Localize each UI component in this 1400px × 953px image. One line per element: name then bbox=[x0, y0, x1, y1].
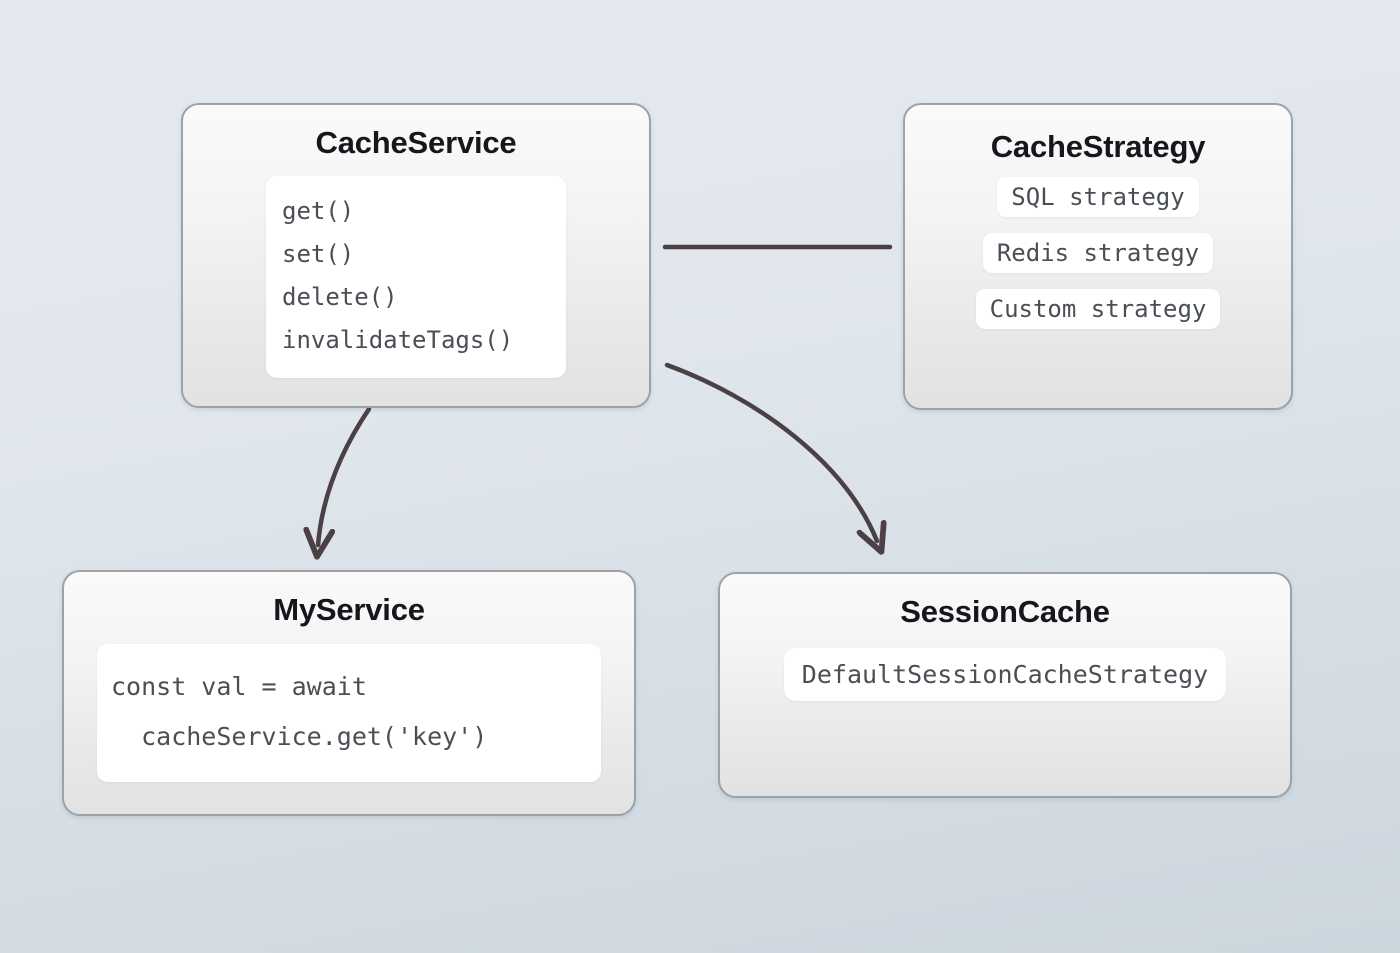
chip-custom-strategy[interactable]: Custom strategy bbox=[975, 289, 1221, 329]
node-title-cache-strategy: CacheStrategy bbox=[990, 129, 1206, 164]
code-line: delete() bbox=[282, 283, 398, 311]
chip-list-cache-strategy: SQL strategy Redis strategy Custom strat… bbox=[975, 177, 1221, 329]
node-title-my-service: MyService bbox=[273, 592, 425, 627]
code-line: set() bbox=[282, 240, 355, 268]
node-my-service[interactable]: MyService const val = await cacheService… bbox=[62, 570, 636, 816]
node-title-cache-service: CacheService bbox=[315, 125, 517, 160]
node-cache-service[interactable]: CacheService get() set() delete() invali… bbox=[181, 103, 651, 408]
code-panel-my-service: const val = await cacheService.get('key'… bbox=[97, 644, 601, 782]
code-line: const val = await bbox=[111, 672, 367, 701]
node-title-session-cache: SessionCache bbox=[900, 594, 1110, 629]
node-session-cache[interactable]: SessionCache DefaultSessionCacheStrategy bbox=[718, 572, 1292, 798]
code-line: get() bbox=[282, 197, 355, 225]
chip-default-session-cache-strategy[interactable]: DefaultSessionCacheStrategy bbox=[783, 648, 1227, 701]
code-panel-cache-service: get() set() delete() invalidateTags() bbox=[266, 176, 566, 378]
code-line: invalidateTags() bbox=[282, 326, 514, 354]
chip-sql-strategy[interactable]: SQL strategy bbox=[997, 177, 1199, 217]
chip-redis-strategy[interactable]: Redis strategy bbox=[982, 233, 1214, 273]
code-line: cacheService.get('key') bbox=[111, 722, 488, 751]
edge-cache-service-to-my-service bbox=[318, 406, 372, 545]
edge-cache-service-to-session-cache bbox=[664, 362, 877, 541]
node-cache-strategy[interactable]: CacheStrategy SQL strategy Redis strateg… bbox=[903, 103, 1293, 410]
